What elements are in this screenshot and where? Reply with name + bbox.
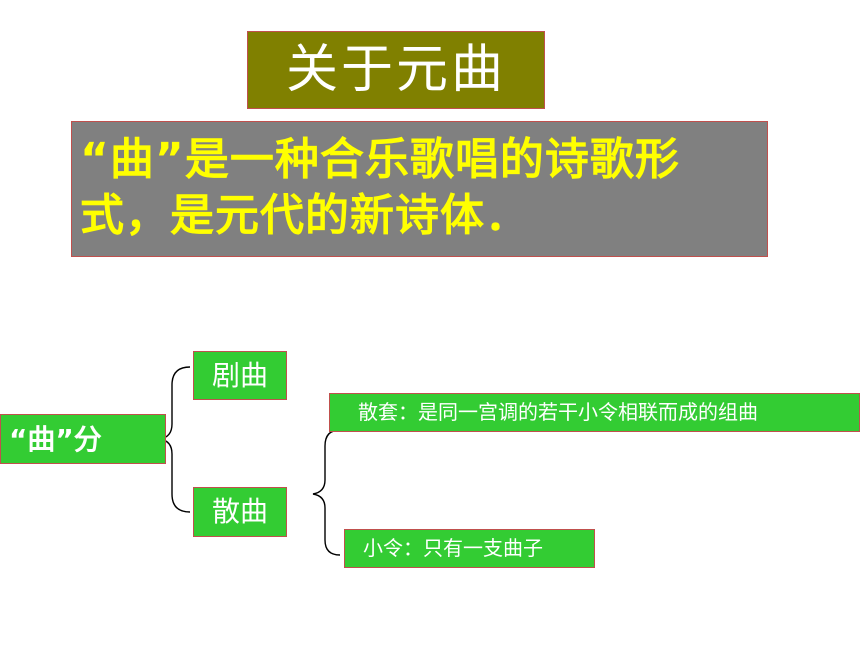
definition-text: “曲”是一种合乐歌唱的诗歌形式，是元代的新诗体． [71, 121, 768, 257]
node-santao: 散套：是同一宫调的若干小令相联而成的组曲 [329, 393, 860, 432]
tree-root-node: “曲”分 [0, 414, 166, 464]
right-brace [312, 429, 341, 556]
node-xiaoling: 小令：只有一支曲子 [344, 529, 595, 568]
slide-title: 关于元曲 [247, 31, 545, 109]
node-drama-qu: 剧曲 [193, 351, 287, 400]
node-sanqu: 散曲 [193, 487, 287, 537]
